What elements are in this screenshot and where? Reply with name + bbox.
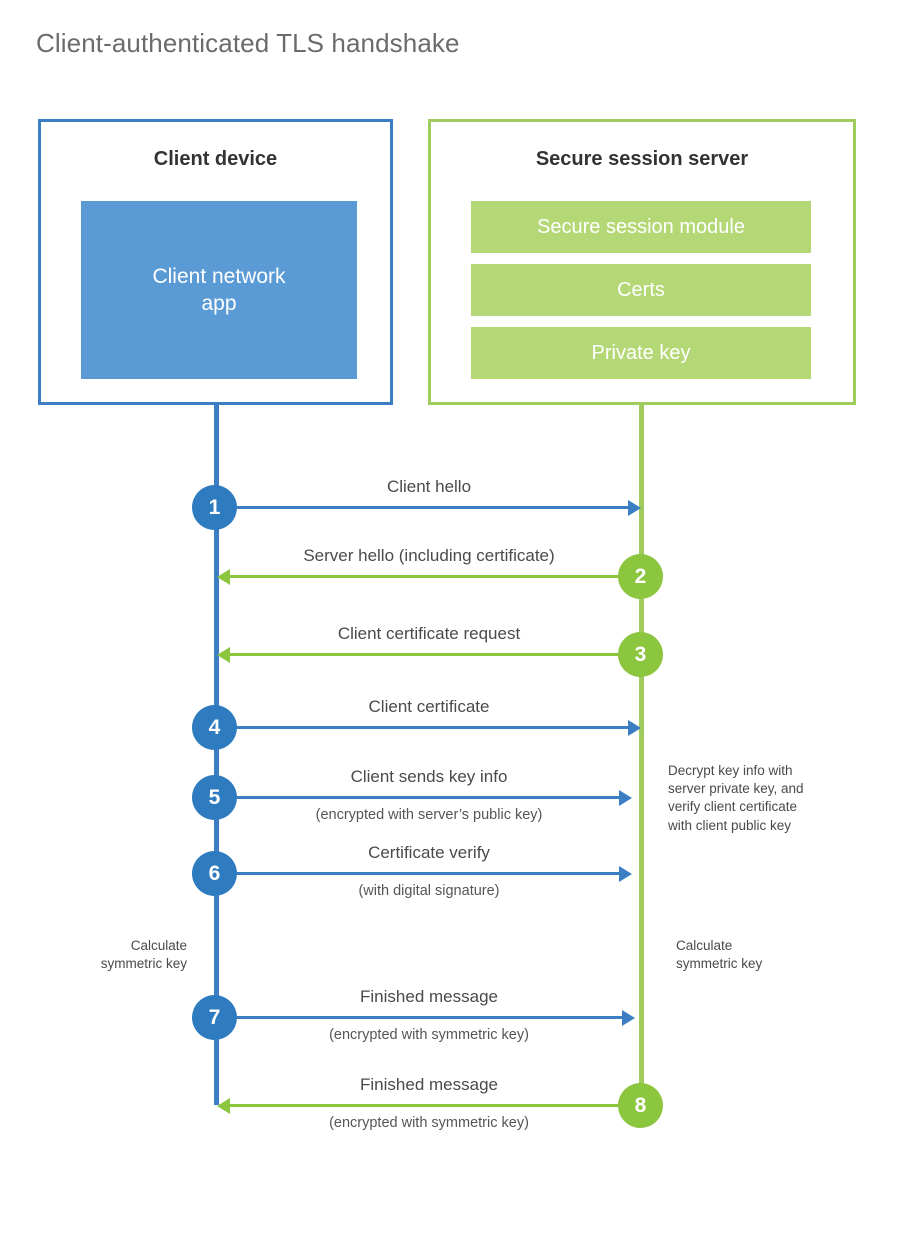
arrow-shaft-3 xyxy=(230,653,641,656)
step-circle-1[interactable]: 1 xyxy=(192,485,237,530)
server-component-private-key: Private key xyxy=(471,327,811,379)
server-component-label: Private key xyxy=(591,341,691,364)
server-component-certs: Certs xyxy=(471,264,811,316)
message-label-2: Server hello (including certificate) xyxy=(303,546,555,565)
step-circle-8[interactable]: 8 xyxy=(618,1083,663,1128)
step-circle-2[interactable]: 2 xyxy=(618,554,663,599)
message-sublabel-6: (with digital signature) xyxy=(358,883,500,899)
step-circle-3[interactable]: 3 xyxy=(618,632,663,677)
arrow-head-right-icon xyxy=(628,720,641,736)
message-label-6: Certificate verify xyxy=(368,843,490,862)
step-circle-6[interactable]: 6 xyxy=(192,851,237,896)
secure-session-server-box: Secure session server Secure session mod… xyxy=(428,119,856,405)
arrow-head-right-icon xyxy=(619,866,632,882)
client-calculate-symmetric-key-note: Calculate symmetric key xyxy=(100,938,187,972)
secure-session-server-title: Secure session server xyxy=(535,148,749,170)
arrow-shaft-1 xyxy=(217,506,628,509)
message-label-5: Client sends key info xyxy=(350,767,508,786)
arrow-shaft-4 xyxy=(217,726,628,729)
message-label-1: Client hello xyxy=(386,477,472,496)
client-network-app-block: Client network app xyxy=(81,201,357,379)
arrow-shaft-8 xyxy=(230,1104,641,1107)
server-decrypt-note: Decrypt key info with server private key… xyxy=(668,763,804,833)
message-label-3: Client certificate request xyxy=(337,624,521,643)
server-calculate-symmetric-key-note: Calculate symmetric key xyxy=(676,938,763,972)
arrow-head-right-icon xyxy=(628,500,641,516)
step-circle-4[interactable]: 4 xyxy=(192,705,237,750)
server-lifeline xyxy=(639,405,644,1105)
message-label-7: Finished message xyxy=(360,987,498,1006)
arrow-head-right-icon xyxy=(622,1010,635,1026)
arrow-shaft-2 xyxy=(230,575,641,578)
client-device-box: Client device Client network app xyxy=(38,119,393,405)
page-title: Client-authenticated TLS handshake xyxy=(36,28,460,58)
step-circle-5[interactable]: 5 xyxy=(192,775,237,820)
arrow-head-right-icon xyxy=(619,790,632,806)
message-label-8: Finished message xyxy=(360,1075,498,1094)
step-circle-7[interactable]: 7 xyxy=(192,995,237,1040)
arrow-shaft-5 xyxy=(217,796,619,799)
client-network-app-label: Client network app xyxy=(152,264,286,315)
arrow-head-left-icon xyxy=(217,1098,230,1114)
message-sublabel-7: (encrypted with symmetric key) xyxy=(329,1027,529,1043)
server-component-secure-session-module: Secure session module xyxy=(471,201,811,253)
arrow-shaft-6 xyxy=(217,872,619,875)
arrow-head-left-icon xyxy=(217,647,230,663)
message-label-4: Client certificate xyxy=(368,697,490,716)
server-component-label: Certs xyxy=(617,278,665,301)
server-component-label: Secure session module xyxy=(537,215,745,238)
message-sublabel-8: (encrypted with symmetric key) xyxy=(329,1115,529,1131)
client-lifeline xyxy=(214,405,219,1105)
arrow-shaft-7 xyxy=(217,1016,622,1019)
client-device-title: Client device xyxy=(153,148,278,170)
message-sublabel-5: (encrypted with server’s public key) xyxy=(315,807,543,823)
arrow-head-left-icon xyxy=(217,569,230,585)
